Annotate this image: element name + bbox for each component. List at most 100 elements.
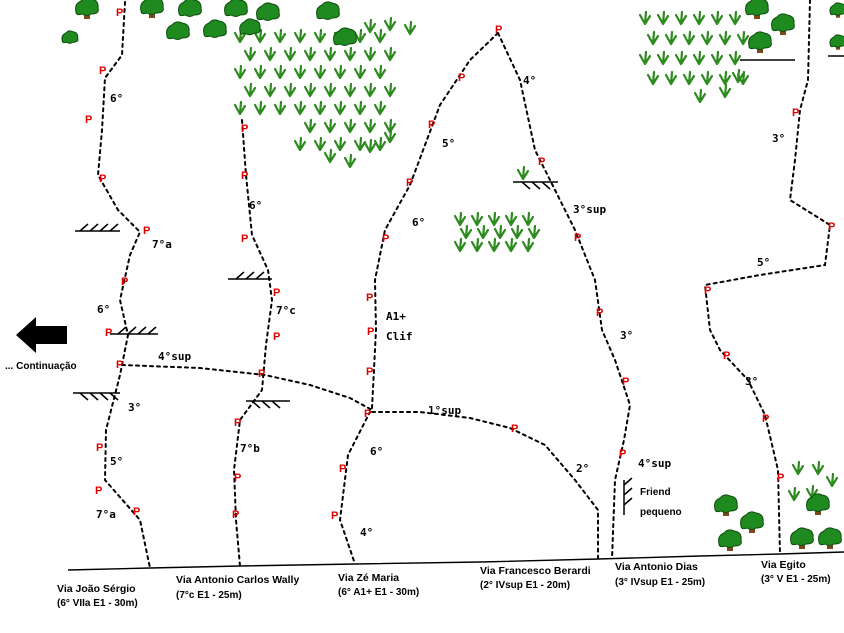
grass-tuft-icon <box>313 64 327 80</box>
grass-tuft-icon <box>504 237 518 253</box>
grass-tuft-icon <box>293 100 307 116</box>
grass-tuft-icon <box>791 460 805 476</box>
grass-tuft-icon <box>693 88 707 104</box>
bolt-marker: P <box>143 225 150 237</box>
arrow-left-icon[interactable] <box>16 317 67 353</box>
bolt-marker: P <box>367 326 374 338</box>
ledge-5 <box>246 400 290 409</box>
grass-layer <box>233 10 839 502</box>
grass-tuft-icon <box>504 211 518 227</box>
bolt-marker: P <box>99 65 106 77</box>
grade-label: 6° <box>110 92 123 105</box>
bolt-marker: P <box>511 423 518 435</box>
ledge-3 <box>73 392 120 401</box>
route-name: Via Francesco Berardi <box>480 565 591 577</box>
bolt-marker: P <box>762 413 769 425</box>
bolt-marker: P <box>723 350 730 362</box>
bolt-marker: P <box>704 285 711 297</box>
tree-icon <box>61 30 79 44</box>
grass-tuft-icon <box>363 46 377 62</box>
route-name: Via Antonio Dias <box>615 561 698 573</box>
bolt-marker: P <box>234 417 241 429</box>
grade-label: 6° <box>412 216 425 229</box>
grass-tuft-icon <box>459 224 473 240</box>
grass-tuft-icon <box>664 30 678 46</box>
bolt-marker: P <box>364 408 371 420</box>
bolt-marker: P <box>133 506 140 518</box>
grass-tuft-icon <box>811 460 825 476</box>
grass-tuft-icon <box>682 30 696 46</box>
bolt-marker: P <box>241 170 248 182</box>
bolt-marker: P <box>258 368 265 380</box>
grass-tuft-icon <box>353 136 367 152</box>
bolt-marker: P <box>458 72 465 84</box>
grass-tuft-icon <box>243 46 257 62</box>
route-name: Via Antonio Carlos Wally <box>176 574 299 586</box>
grass-tuft-icon <box>343 153 357 169</box>
bolt-marker: P <box>538 156 545 168</box>
grass-tuft-icon <box>527 224 541 240</box>
route-info: (3° IVsup E1 - 25m) <box>615 577 705 588</box>
grade-label: 5° <box>757 256 770 269</box>
grade-label: 1°sup <box>428 404 461 417</box>
grass-tuft-icon <box>825 472 839 488</box>
grade-label: A1+ <box>386 310 406 323</box>
tree-icon <box>714 494 738 516</box>
grass-tuft-icon <box>373 64 387 80</box>
tree-icon <box>203 19 227 38</box>
route-line-egito <box>703 0 832 555</box>
grade-label: Clif <box>386 330 413 343</box>
grass-tuft-icon <box>303 82 317 98</box>
grass-tuft-icon <box>363 18 377 34</box>
bolt-marker: P <box>331 510 338 522</box>
bolt-marker: P <box>622 376 629 388</box>
grass-tuft-icon <box>303 118 317 134</box>
grass-tuft-icon <box>373 100 387 116</box>
grass-tuft-icon <box>453 211 467 227</box>
friend-placement-icon <box>623 477 633 515</box>
grass-tuft-icon <box>692 10 706 26</box>
grass-tuft-icon <box>710 10 724 26</box>
route-name: Via Zé Maria <box>338 572 399 584</box>
route-info: (6° A1+ E1 - 30m) <box>338 587 419 598</box>
bolt-marker: P <box>116 359 123 371</box>
route-info: (3° V E1 - 25m) <box>761 574 831 585</box>
grass-tuft-icon <box>283 82 297 98</box>
bolt-marker: P <box>777 472 784 484</box>
tree-icon <box>829 2 844 18</box>
route-labels: Via João Sérgio (6° VIIa E1 - 30m) Via A… <box>57 559 831 609</box>
tree-icon <box>333 27 357 46</box>
bolt-marker: P <box>85 114 92 126</box>
grass-tuft-icon <box>263 82 277 98</box>
grass-tuft-icon <box>674 50 688 66</box>
bolt-marker: P <box>428 119 435 131</box>
grass-tuft-icon <box>453 237 467 253</box>
grade-label: 4° <box>523 74 536 87</box>
grass-tuft-icon <box>363 138 377 154</box>
tree-layer <box>61 0 844 551</box>
route-line-joao-sergio <box>96 1 151 569</box>
grass-tuft-icon <box>253 100 267 116</box>
tree-icon <box>818 527 842 549</box>
grass-tuft-icon <box>333 136 347 152</box>
grass-tuft-icon <box>656 10 670 26</box>
ledge-4 <box>228 271 272 280</box>
route-line-traverse-4sup <box>121 364 373 411</box>
bolt-marker: P <box>406 177 413 189</box>
grass-tuft-icon <box>470 237 484 253</box>
grass-tuft-icon <box>313 100 327 116</box>
grass-tuft-icon <box>383 16 397 32</box>
bolt-marker: P <box>273 287 280 299</box>
continuation-label[interactable]: ... Continuação <box>5 361 77 372</box>
bolt-marker: P <box>241 233 248 245</box>
grass-tuft-icon <box>233 64 247 80</box>
tree-icon <box>166 21 190 40</box>
grass-tuft-icon <box>403 20 417 36</box>
grass-tuft-icon <box>283 46 297 62</box>
grass-tuft-icon <box>470 211 484 227</box>
grass-tuft-icon <box>293 28 307 44</box>
route-info: (6° VIIa E1 - 30m) <box>57 598 138 609</box>
bolt-marker: P <box>792 107 799 119</box>
bolt-marker: P <box>241 123 248 135</box>
grass-tuft-icon <box>718 30 732 46</box>
